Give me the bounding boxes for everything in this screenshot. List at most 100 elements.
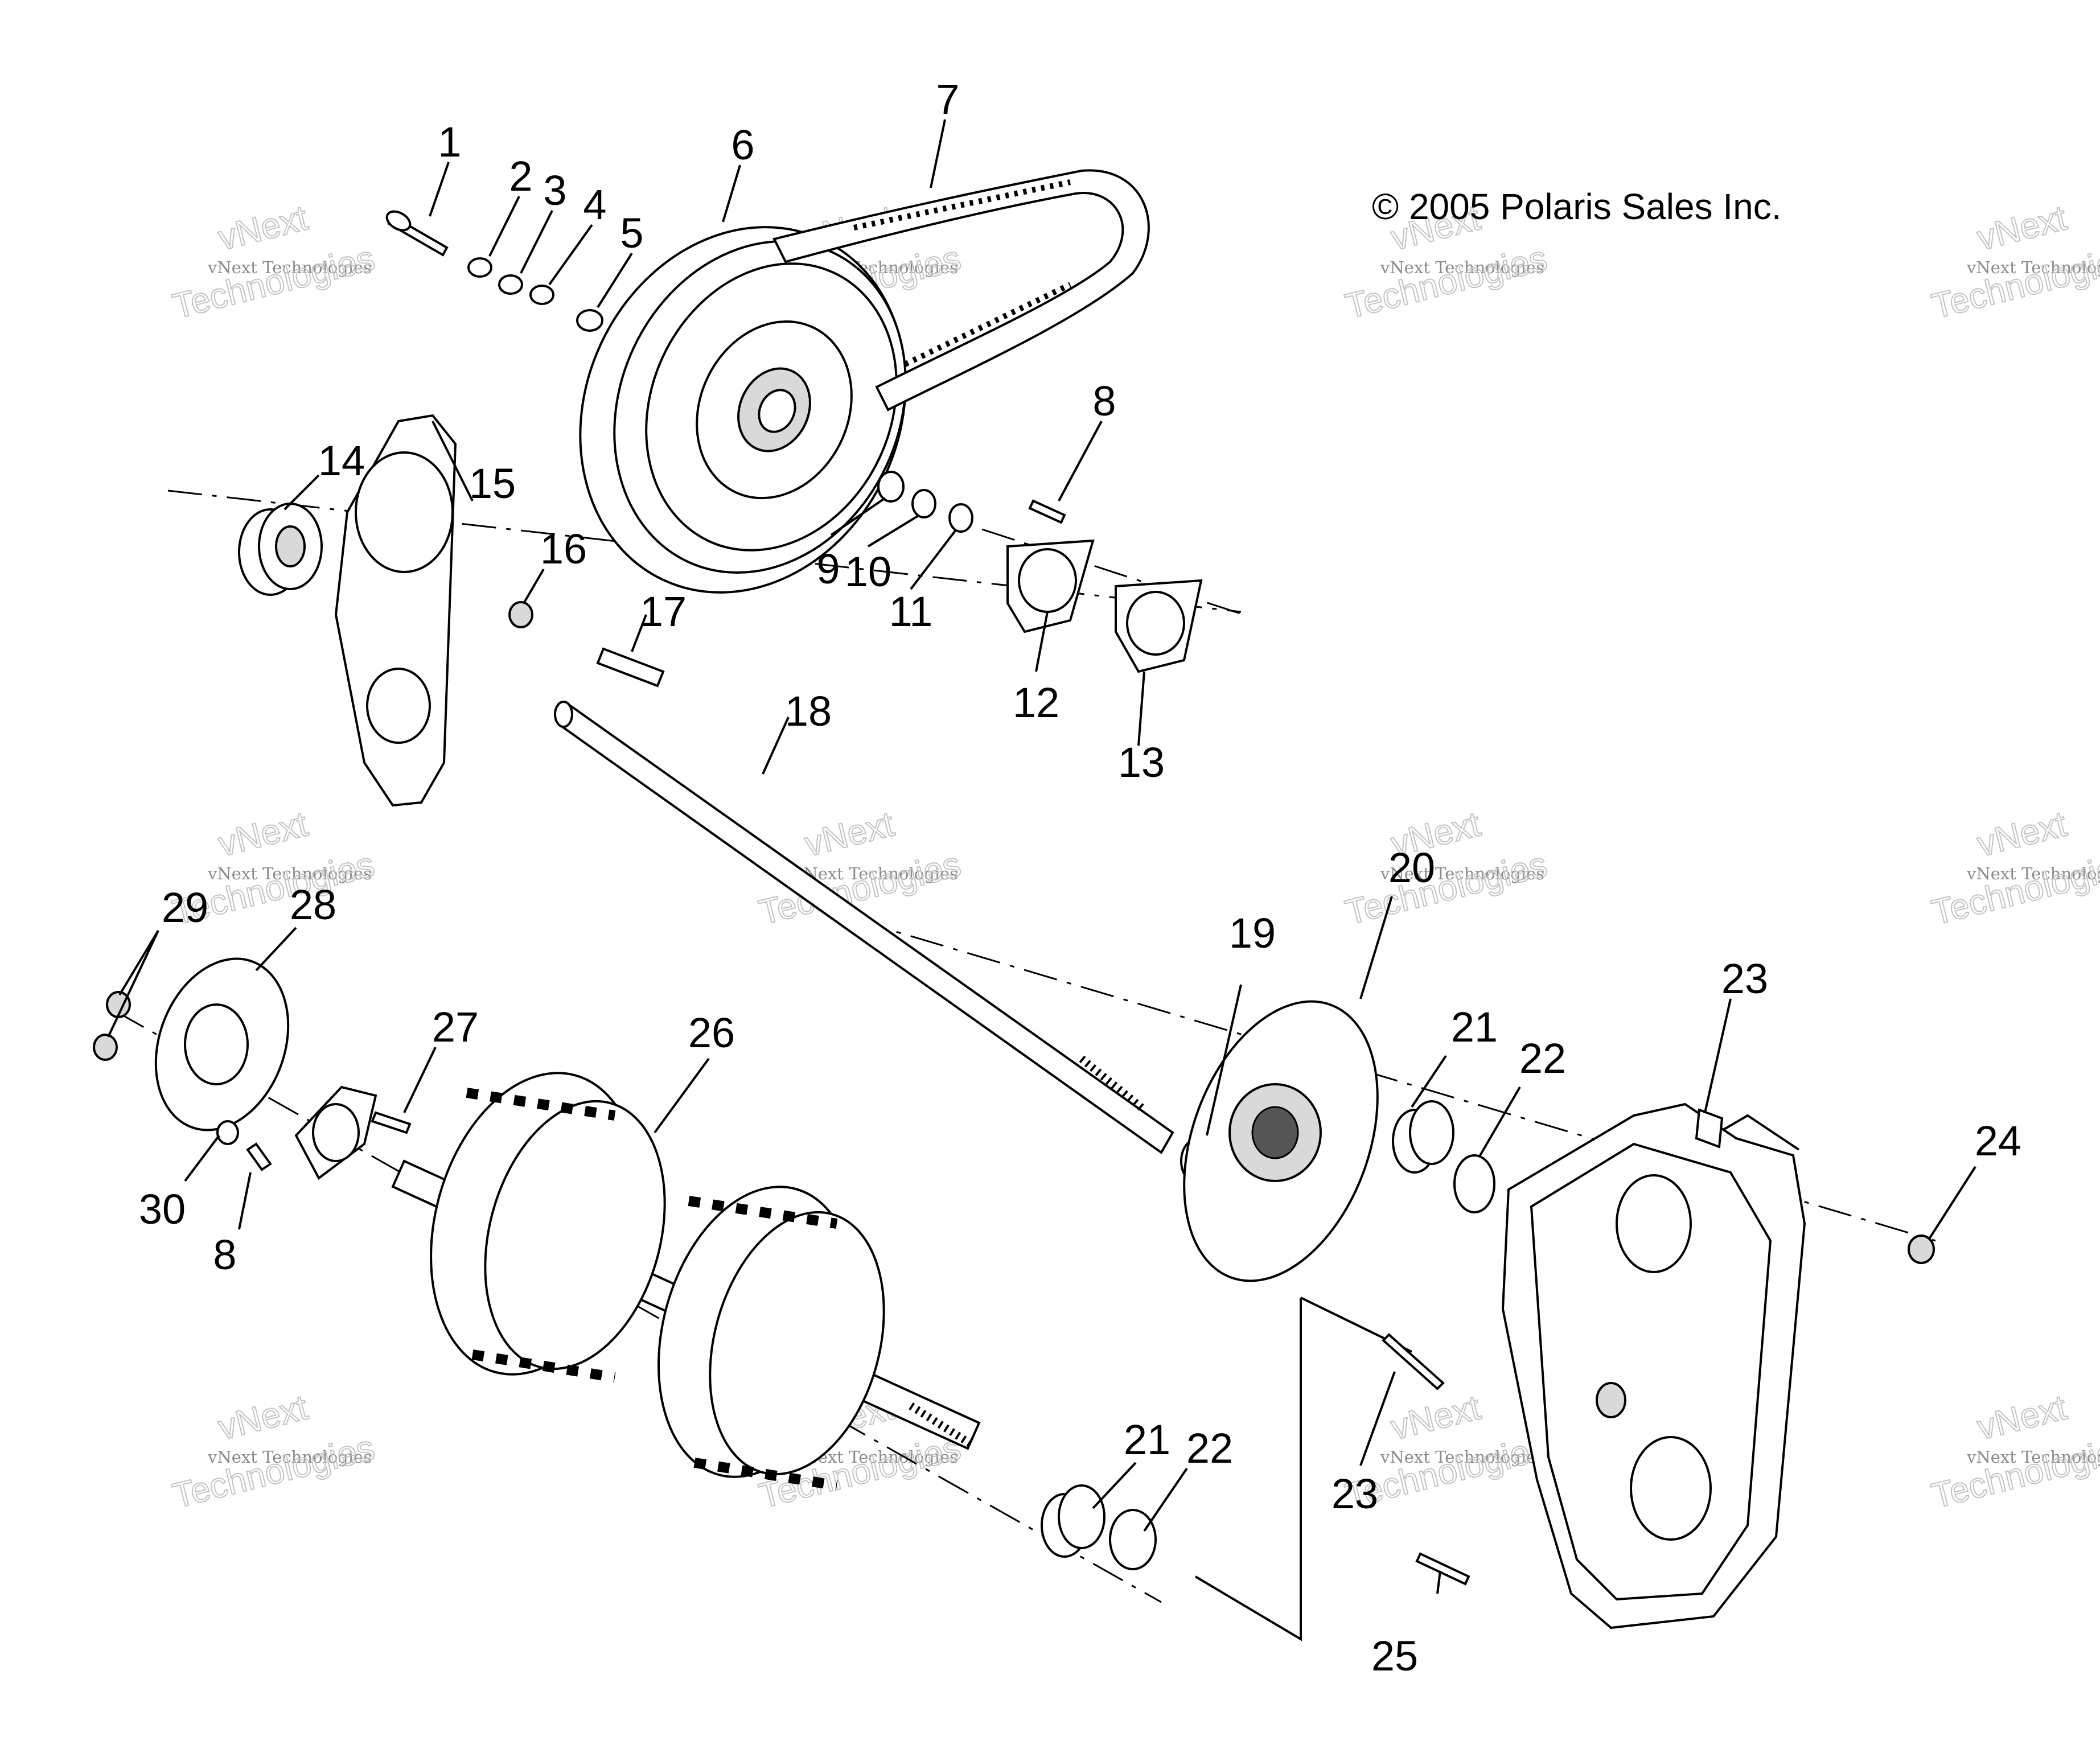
drive-shaft	[554, 701, 1174, 1154]
callout-16: 16	[540, 525, 587, 573]
callout-28: 28	[290, 881, 336, 928]
bolt	[1028, 499, 1066, 524]
washer	[216, 1120, 239, 1145]
svg-text:vNext Technologies: vNext Technologies	[1966, 258, 2100, 277]
spacer	[576, 309, 603, 332]
shaft-key	[596, 647, 665, 688]
svg-text:Technologies: Technologies	[169, 1428, 379, 1516]
svg-text:vNext Technologies: vNext Technologies	[1380, 258, 1544, 277]
svg-text:vNext Technologies: vNext Technologies	[794, 864, 958, 883]
svg-text:vNext Technologies: vNext Technologies	[1966, 864, 2100, 883]
bolt-and-washers	[385, 210, 603, 332]
callout-29: 29	[162, 884, 208, 931]
nut	[508, 601, 533, 628]
callout-22: 22	[1519, 1035, 1566, 1082]
leader-lines	[107, 119, 1976, 1594]
bolt	[1695, 1108, 1724, 1149]
bolt	[1415, 1552, 1470, 1586]
svg-text:vNext Technologies: vNext Technologies	[207, 1447, 372, 1467]
callout-17: 17	[640, 588, 687, 635]
callout-7: 7	[936, 76, 959, 123]
callout-27: 27	[432, 1003, 479, 1051]
driven-sprocket-axis	[981, 528, 1244, 616]
callout-13: 13	[1118, 739, 1165, 786]
svg-text:Technologies: Technologies	[1342, 238, 1551, 327]
washer	[498, 274, 523, 295]
case-bracket-line	[1194, 1298, 1302, 1641]
svg-text:vNext: vNext	[1387, 1388, 1484, 1447]
svg-text:vNext Technologies: vNext Technologies	[207, 258, 372, 277]
bearing	[238, 503, 323, 596]
svg-text:Technologies: Technologies	[169, 238, 379, 327]
lock-washer	[529, 285, 554, 305]
callout-23: 23	[1331, 1470, 1378, 1517]
track-drive-shaft	[391, 1072, 981, 1491]
callout-5: 5	[620, 209, 643, 257]
svg-text:Technologies: Technologies	[1342, 845, 1551, 933]
callout-9: 9	[816, 545, 840, 592]
callout-20: 20	[1388, 844, 1435, 891]
callout-11: 11	[889, 588, 933, 635]
svg-text:vNext: vNext	[1974, 198, 2070, 258]
svg-text:Technologies: Technologies	[1928, 238, 2100, 327]
callout-3: 3	[543, 167, 566, 214]
nut	[1908, 1234, 1935, 1264]
svg-text:vNext Technologies: vNext Technologies	[1380, 1447, 1544, 1467]
watermark: vNext Technologies vNext Technologies	[169, 197, 379, 327]
callout-6: 6	[731, 121, 754, 168]
callout-21: 21	[1451, 1003, 1498, 1051]
svg-text:Technologies: Technologies	[1928, 1428, 2100, 1516]
chaincase-plate	[334, 414, 457, 807]
callout-23: 23	[1721, 955, 1768, 1002]
svg-text:vNext: vNext	[1974, 804, 2070, 864]
washer	[467, 257, 492, 278]
lower-bearing-and-ring	[1041, 1484, 1157, 1570]
brake-disc	[1183, 1000, 1379, 1282]
callout-21: 21	[1124, 1416, 1170, 1463]
drive-sprocket	[579, 226, 907, 594]
watermark: vNext Technologies vNext Technologies	[169, 1387, 379, 1516]
callout-26: 26	[688, 1009, 735, 1056]
callout-19: 19	[1229, 910, 1276, 957]
svg-text:vNext Technologies: vNext Technologies	[1380, 864, 1544, 883]
svg-text:vNext Technologies: vNext Technologies	[1966, 1447, 2100, 1467]
callout-25: 25	[1371, 1632, 1418, 1680]
callout-15: 15	[469, 460, 516, 507]
callout-30: 30	[139, 1186, 186, 1233]
lower-bearing-flange	[294, 1085, 412, 1180]
bearing-flanges	[1006, 539, 1203, 673]
svg-text:vNext: vNext	[1974, 1388, 2070, 1447]
svg-text:vNext: vNext	[215, 198, 311, 258]
svg-text:vNext: vNext	[801, 804, 898, 864]
callout-22: 22	[1186, 1425, 1233, 1472]
svg-text:Technologies: Technologies	[1928, 845, 2100, 933]
washer	[948, 503, 973, 533]
upper-bearing-axis	[853, 918, 1936, 1242]
svg-text:vNext Technologies: vNext Technologies	[207, 864, 372, 883]
chaincase-housing	[1501, 1102, 1806, 1629]
bolt	[1382, 1333, 1445, 1390]
o-ring	[1453, 1154, 1495, 1213]
sprocket-washers	[877, 471, 973, 533]
o-ring	[1109, 1509, 1157, 1570]
watermark: vNext Technologies vNext Technologies	[1341, 804, 1552, 933]
callout-18: 18	[785, 688, 832, 735]
svg-text:vNext: vNext	[215, 804, 311, 864]
callout-24: 24	[1975, 1117, 2021, 1164]
washer	[911, 489, 936, 518]
drive-chain	[772, 169, 1150, 411]
callout-2: 2	[509, 153, 532, 200]
callout-8: 8	[213, 1231, 236, 1278]
callout-4: 4	[583, 181, 606, 228]
callout-1: 1	[438, 118, 461, 166]
callout-numbers: 1 2 3 4 5 6 7 8 9 10 11 12 13 14 15 16 1…	[139, 76, 2021, 1680]
watermark: vNext Technologies vNext Technologies	[1928, 1387, 2100, 1516]
bearing-cap	[154, 957, 290, 1131]
svg-text:vNext: vNext	[215, 1388, 311, 1447]
bolt	[246, 1142, 272, 1171]
copyright-notice: © 2005 Polaris Sales Inc.	[1372, 186, 1782, 227]
upper-bearing-and-ring	[1392, 1100, 1495, 1213]
bolt	[371, 1111, 412, 1134]
washer	[877, 471, 905, 503]
